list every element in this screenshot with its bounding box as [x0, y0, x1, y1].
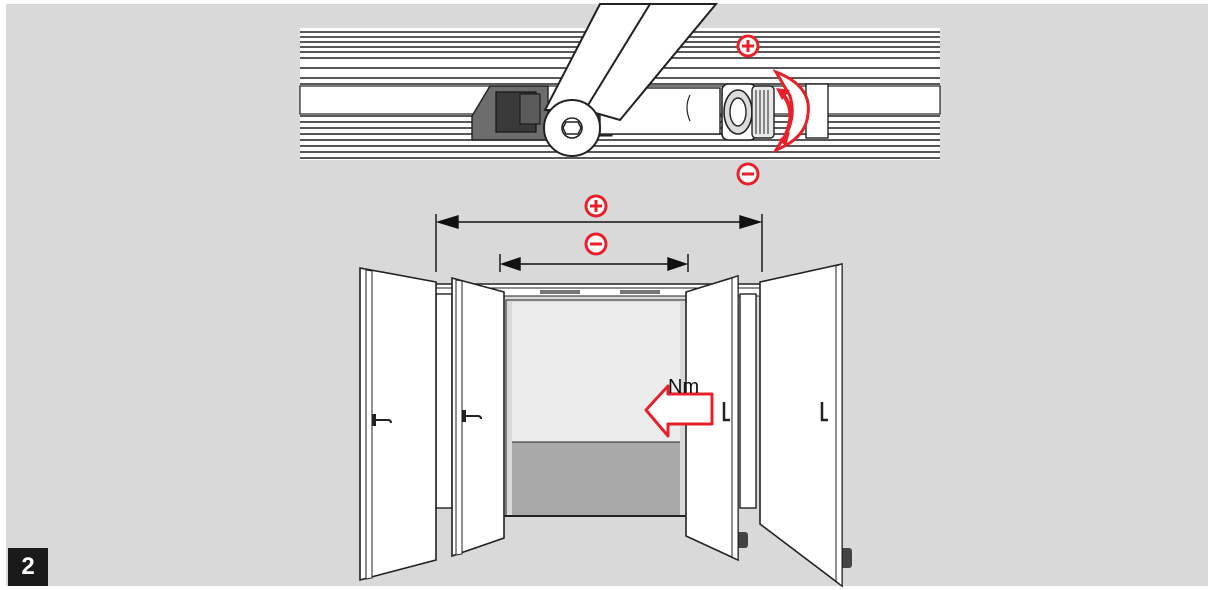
- minus-circle-icon: [736, 162, 760, 186]
- plus-circle-icon: [584, 194, 608, 218]
- torque-label: Nm: [668, 376, 700, 398]
- plus-circle-icon: [736, 34, 760, 58]
- door-leaf-outer-right: [759, 263, 843, 588]
- rail-detail: [299, 3, 941, 186]
- step-number-badge: 2: [8, 548, 48, 586]
- rotation-arrow: [772, 69, 810, 154]
- door-leaf-inner-left: [451, 276, 505, 558]
- door-pull-icon: [722, 402, 730, 422]
- dimension-arrows: [435, 214, 763, 272]
- push-direction-arrow: [644, 384, 714, 438]
- adjustment-screw: [721, 83, 829, 141]
- door-handle-icon: [372, 414, 392, 426]
- door-leaf-outer-left: [359, 267, 437, 582]
- door-handle-icon: [462, 410, 482, 422]
- door-pull-icon: [820, 402, 828, 422]
- minus-circle-icon: [584, 232, 608, 256]
- closer-arm: [543, 3, 719, 157]
- doorway: [420, 283, 852, 568]
